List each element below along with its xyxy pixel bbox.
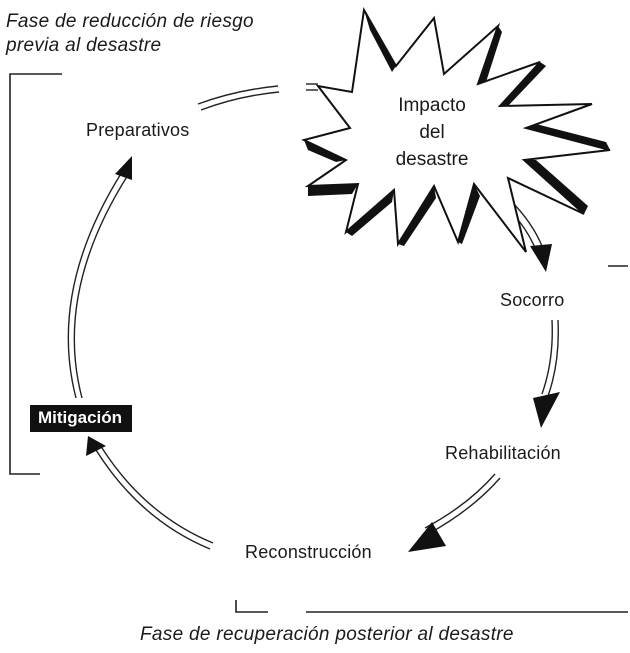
arc-preparativos-impact-outer: [197, 85, 279, 105]
starburst-ink-top-left: [364, 10, 396, 72]
starburst-ink-right-1: [524, 160, 588, 214]
arc-rehabilitacion-reconstruccion-outer: [427, 477, 501, 535]
pre-disaster-phase-title: Fase de reducción de riesgo previa al de…: [6, 10, 254, 58]
starburst-ink-bottom-3: [458, 184, 480, 244]
post-disaster-phase-bracket: [235, 600, 628, 613]
starburst-ink-bottom-1: [346, 190, 394, 236]
pre-disaster-phase-line2: previa al desastre: [6, 35, 162, 56]
stage-reconstruccion: Reconstrucción: [245, 542, 372, 562]
starburst-shape: [301, 6, 611, 253]
pre-disaster-phase-bracket: [9, 73, 62, 475]
arrowheads: [86, 156, 560, 552]
arc-preparativos-impact-inner: [200, 91, 280, 111]
arc-mitigacion-preparativos-outer: [67, 171, 123, 399]
cycle-arrows: [67, 83, 559, 550]
impact-starburst: [301, 6, 611, 253]
arc-mitigacion-preparativos-inner: [73, 174, 129, 399]
starburst-ink-bottom-left: [308, 184, 358, 196]
starburst-ink-top: [478, 26, 502, 84]
stage-rehabilitacion: Rehabilitación: [445, 443, 561, 463]
arc-reconstruccion-mitigacion-outer: [95, 449, 211, 550]
arrowhead-reconstruccion-mitigacion: [86, 436, 106, 456]
pre-disaster-phase-line1: Fase de reducción de riesgo: [6, 11, 254, 32]
starburst-ink-right-2: [526, 124, 610, 150]
arc-rehabilitacion-reconstruccion-inner: [424, 473, 496, 529]
arc-reconstruccion-mitigacion-inner: [101, 447, 214, 544]
impact-label-line2: del: [419, 122, 445, 143]
arc-socorro-rehabilitacion-outer: [547, 319, 559, 397]
arrowhead-impact-socorro: [530, 244, 552, 272]
arrowhead-mitigacion-preparativos: [115, 156, 132, 180]
stage-socorro: Socorro: [500, 290, 565, 310]
impact-label-line1: Impacto: [398, 95, 466, 116]
starburst-ink-top-right: [500, 62, 546, 106]
post-disaster-phase-title: Fase de recuperación posterior al desast…: [140, 624, 514, 645]
stage-mitigacion: Mitigación: [30, 405, 133, 432]
arc-socorro-rehabilitacion-inner: [541, 319, 553, 395]
impact-label-line3: desastre: [395, 149, 469, 170]
arrowhead-socorro-rehabilitacion: [533, 392, 560, 428]
stage-preparativos: Preparativos: [86, 120, 190, 140]
impact-label: Impacto del desastre: [378, 92, 486, 173]
starburst-ink-left: [304, 140, 346, 162]
arrowhead-rehabilitacion-reconstruccion: [408, 522, 446, 552]
starburst-ink-bottom-2: [398, 186, 436, 246]
